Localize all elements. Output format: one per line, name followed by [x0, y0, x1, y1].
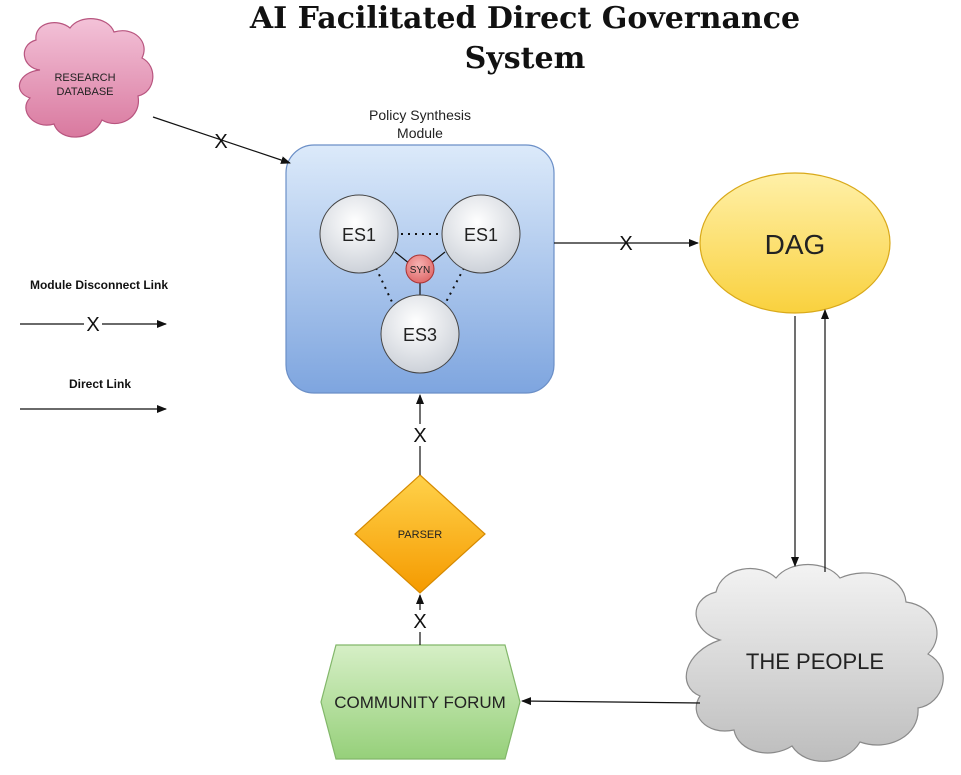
disconnect-x-forum: X	[413, 611, 426, 633]
syn-label: SYN	[410, 265, 431, 276]
dag-label: DAG	[765, 229, 826, 260]
legend-disconnect-label: Module Disconnect Link	[30, 278, 168, 292]
diagram-title-line1: AI Facilitated Direct Governance	[249, 1, 800, 36]
parser-node: PARSER	[354, 474, 486, 594]
disconnect-x-research: X	[214, 131, 227, 153]
link-parser-to-module: X	[410, 394, 430, 475]
link-people-to-forum	[521, 697, 701, 706]
the-people-cloud: THE PEOPLE	[685, 563, 944, 762]
policy-module-caption-line1: Policy Synthesis	[369, 107, 471, 123]
disconnect-x-dag: X	[619, 233, 632, 255]
research-database-label-line2: DATABASE	[56, 86, 113, 98]
es3-node: ES3	[380, 294, 460, 374]
research-database-cloud: RESEARCH DATABASE	[18, 18, 154, 138]
es1-left-label: ES1	[342, 225, 376, 245]
es1-left-node: ES1	[319, 194, 399, 274]
community-forum-node: COMMUNITY FORUM	[320, 644, 521, 760]
link-research-to-module: X	[152, 116, 291, 164]
research-database-label-line1: RESEARCH	[54, 72, 115, 84]
legend-disconnect-x: X	[86, 314, 99, 336]
the-people-label: THE PEOPLE	[746, 649, 884, 674]
legend: Module Disconnect Link X Direct Link	[20, 278, 168, 413]
es3-label: ES3	[403, 325, 437, 345]
dag-node: DAG	[699, 172, 891, 314]
diagram-title-line2: System	[465, 41, 586, 76]
policy-module-caption-line2: Module	[397, 125, 443, 141]
link-module-to-dag: X	[554, 233, 699, 255]
syn-node: SYN	[405, 254, 435, 284]
disconnect-x-parser: X	[413, 425, 426, 447]
es1-right-node: ES1	[441, 194, 521, 274]
es1-right-label: ES1	[464, 225, 498, 245]
legend-direct-label: Direct Link	[69, 377, 131, 391]
community-forum-label: COMMUNITY FORUM	[334, 693, 506, 712]
parser-label: PARSER	[398, 529, 442, 541]
link-forum-to-parser: X	[410, 594, 430, 645]
